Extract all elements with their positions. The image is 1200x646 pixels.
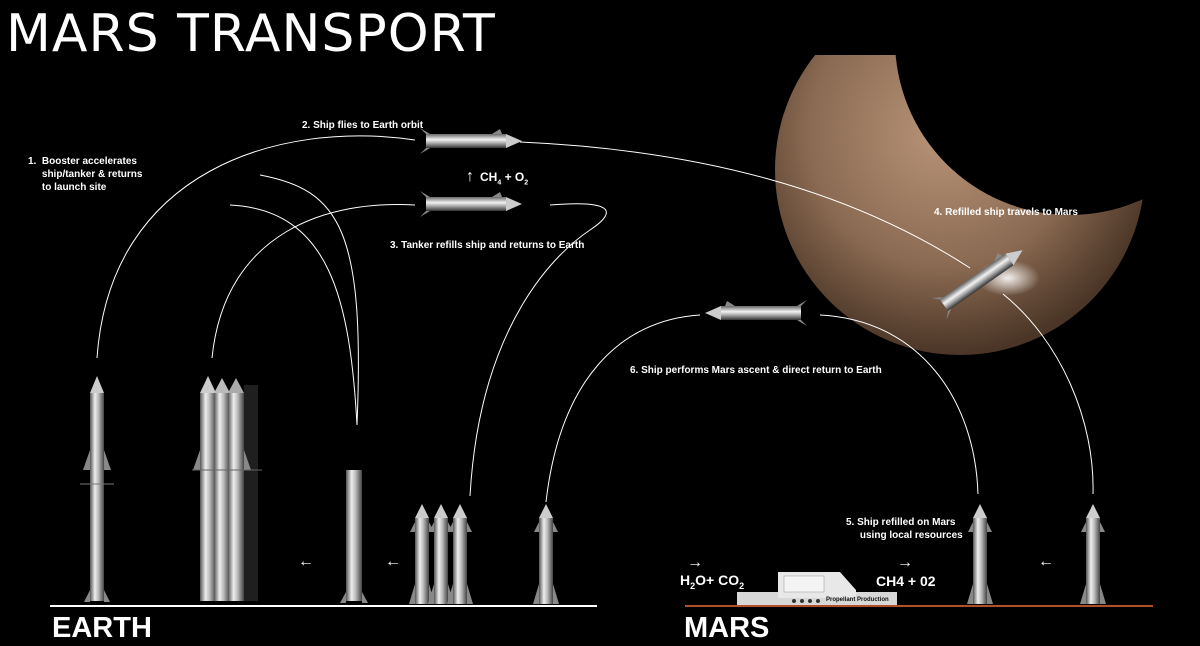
flight-paths [96,135,1094,503]
ship-return-to-earth [705,300,807,326]
left-arrow-icon: ← [385,553,401,570]
plant-label: Propellant Production [826,597,889,603]
mars-outputs-label: CH4 + 02 [876,573,936,589]
mars-label: MARS [684,612,770,644]
step-3-label: 3. Tanker refills ship and returns to Ea… [390,240,585,251]
ship-earth-orbit [420,128,522,154]
ship-earth-pad [533,504,559,604]
left-arrow-icon: ← [298,553,314,570]
left-arrow-icon: ← [1038,553,1054,570]
step-4-label: 4. Refilled ship travels to Mars [934,207,1078,218]
ship-mars-landed [1080,504,1106,604]
returning-booster [340,470,368,603]
step-5-label: 5. Ship refilled on Mars using local res… [846,517,963,541]
tanker-ship [420,191,522,217]
right-arrow-icon: → [897,554,913,571]
mars-planet [700,0,1200,355]
step-2-label: 2. Ship flies to Earth orbit [302,120,424,131]
booster-stack-group [192,376,262,601]
earth-label: EARTH [52,612,152,644]
booster-stack-1 [80,376,114,602]
step-1-label: 1. Booster accelerates ship/tanker & ret… [28,156,143,193]
up-arrow-icon: ↑ [466,168,474,185]
propellant-plant [737,572,897,605]
ship-mars-refilled [967,504,993,604]
page-title: MARS TRANSPORT [6,4,496,64]
tanker-group [409,504,473,604]
mars-inputs-label: H2O+ CO2 [680,572,745,591]
propellant-transfer-label: ↑CH4 + O2 [466,168,529,187]
right-arrow-icon: → [687,554,703,571]
step-6-label: 6. Ship performs Mars ascent & direct re… [630,365,882,376]
